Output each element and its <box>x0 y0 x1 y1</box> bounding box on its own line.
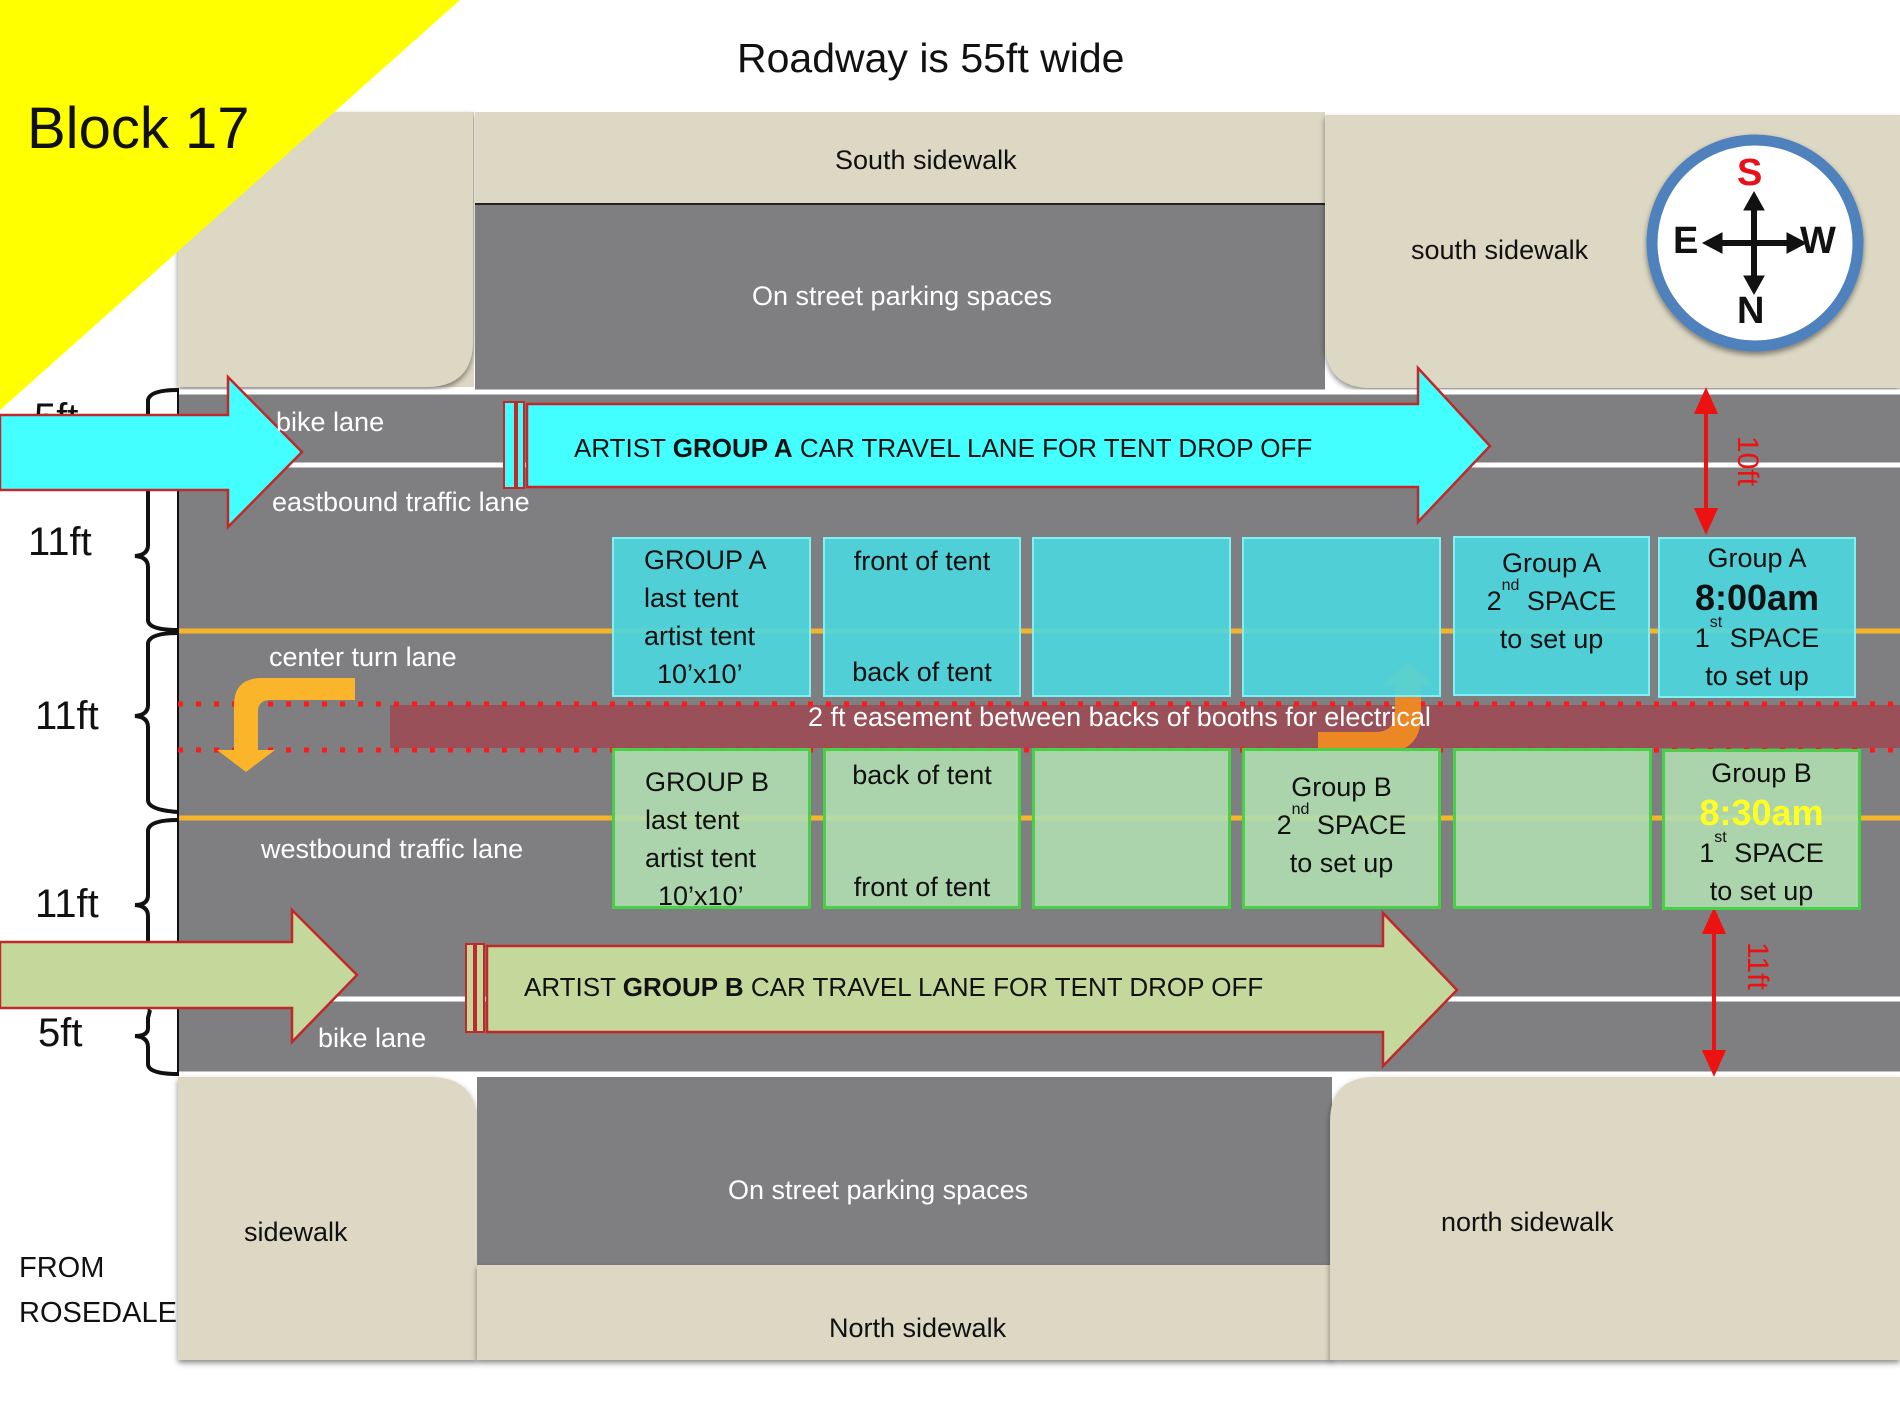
lane-width-bottom-bike: 5ft <box>38 1011 83 1055</box>
booth-a-4[interactable] <box>1242 537 1441 697</box>
bottom-parking-area <box>477 1077 1332 1265</box>
booth-a-3[interactable] <box>1032 537 1231 697</box>
booth-b-5[interactable] <box>1453 748 1652 909</box>
group-b-arrow-label: ARTIST GROUP B CAR TRAVEL LANE FOR TENT … <box>524 972 1264 1002</box>
south-sidewalk-strip <box>475 112 1325 204</box>
left-turn-arrow-icon <box>217 678 355 772</box>
eastbound-lane-label: eastbound traffic lane <box>272 487 530 517</box>
group-b-arrow <box>0 906 1459 1070</box>
compass-west-label: W <box>1800 220 1836 262</box>
block-label: Block 17 <box>27 96 250 161</box>
lane-width-eastbound: 11ft <box>28 520 92 564</box>
south-sidewalk-strip-label: South sidewalk <box>835 145 1017 175</box>
bike-lane-top-label: bike lane <box>276 407 385 437</box>
booth-a-5[interactable]: Group A 2nd SPACE to set up <box>1453 536 1650 696</box>
front-of-tent-label: front of tent <box>853 546 991 576</box>
block-label-triangle <box>0 0 460 410</box>
dimension-bottom-label: 11ft <box>1741 942 1774 990</box>
center-turn-lane-label: center turn lane <box>269 642 457 672</box>
from-rosedale-label: FROM ROSEDALE <box>19 1252 177 1329</box>
easement-band <box>390 705 1900 748</box>
dimension-arrow-bottom <box>1701 907 1727 1077</box>
booth-b-2[interactable]: back of tent front of tent <box>823 748 1021 909</box>
top-parking-area <box>475 204 1325 390</box>
westbound-lane-label: westbound traffic lane <box>261 834 524 864</box>
booth-b-4[interactable]: Group B 2nd SPACE to set up <box>1242 748 1441 909</box>
sidewalk-corner-label: sidewalk <box>244 1217 348 1247</box>
page-title: Roadway is 55ft wide <box>737 35 1125 81</box>
booth-b-3[interactable] <box>1032 748 1231 909</box>
dimension-top-label: 10ft <box>1731 436 1764 487</box>
dimension-arrow-top <box>1693 387 1719 535</box>
lane-width-westbound: 11ft <box>35 882 99 926</box>
lane-width-top-bike: 5ft <box>34 398 78 414</box>
bottom-right-curb <box>1330 1077 1900 1360</box>
booth-a-6[interactable]: Group A 8:00am 1st SPACE to set up <box>1658 537 1856 698</box>
compass-icon <box>1646 134 1864 352</box>
compass-east-label: E <box>1673 220 1699 262</box>
bike-lane-bottom-label: bike lane <box>318 1023 427 1053</box>
back-of-tent-label: back of tent <box>852 657 992 687</box>
group-a-start-time: 8:00am <box>1694 577 1820 618</box>
north-sidewalk-corner-label: north sidewalk <box>1441 1207 1614 1237</box>
north-sidewalk-strip <box>477 1265 1332 1360</box>
bottom-parking-label: On street parking spaces <box>728 1175 1029 1205</box>
lane-width-center: 11ft <box>35 694 99 738</box>
top-parking-label: On street parking spaces <box>752 281 1053 311</box>
group-a-arrow-label: ARTIST GROUP A CAR TRAVEL LANE FOR TENT … <box>574 433 1313 463</box>
booth-a-1[interactable]: GROUP A last tent artist tent 10’x10’ <box>612 537 811 697</box>
north-sidewalk-strip-label: North sidewalk <box>829 1313 1007 1343</box>
group-b-start-time: 8:30am <box>1699 792 1824 833</box>
front-of-tent-label: front of tent <box>853 872 991 902</box>
south-sidewalk-corner-label: south sidewalk <box>1411 235 1589 265</box>
easement-label: 2 ft easement between backs of booths fo… <box>808 702 1431 732</box>
booth-b-6[interactable]: Group B 8:30am 1st SPACE to set up <box>1662 749 1861 910</box>
compass-north-label: N <box>1737 290 1765 332</box>
compass-south-label: S <box>1737 152 1763 194</box>
booth-b-1[interactable]: GROUP B last tent artist tent 10’x10’ <box>612 748 811 911</box>
back-of-tent-label: back of tent <box>852 760 992 790</box>
group-a-arrow <box>0 364 1492 531</box>
bottom-left-curb <box>178 1077 477 1360</box>
booth-a-2[interactable]: front of tent back of tent <box>823 537 1021 697</box>
